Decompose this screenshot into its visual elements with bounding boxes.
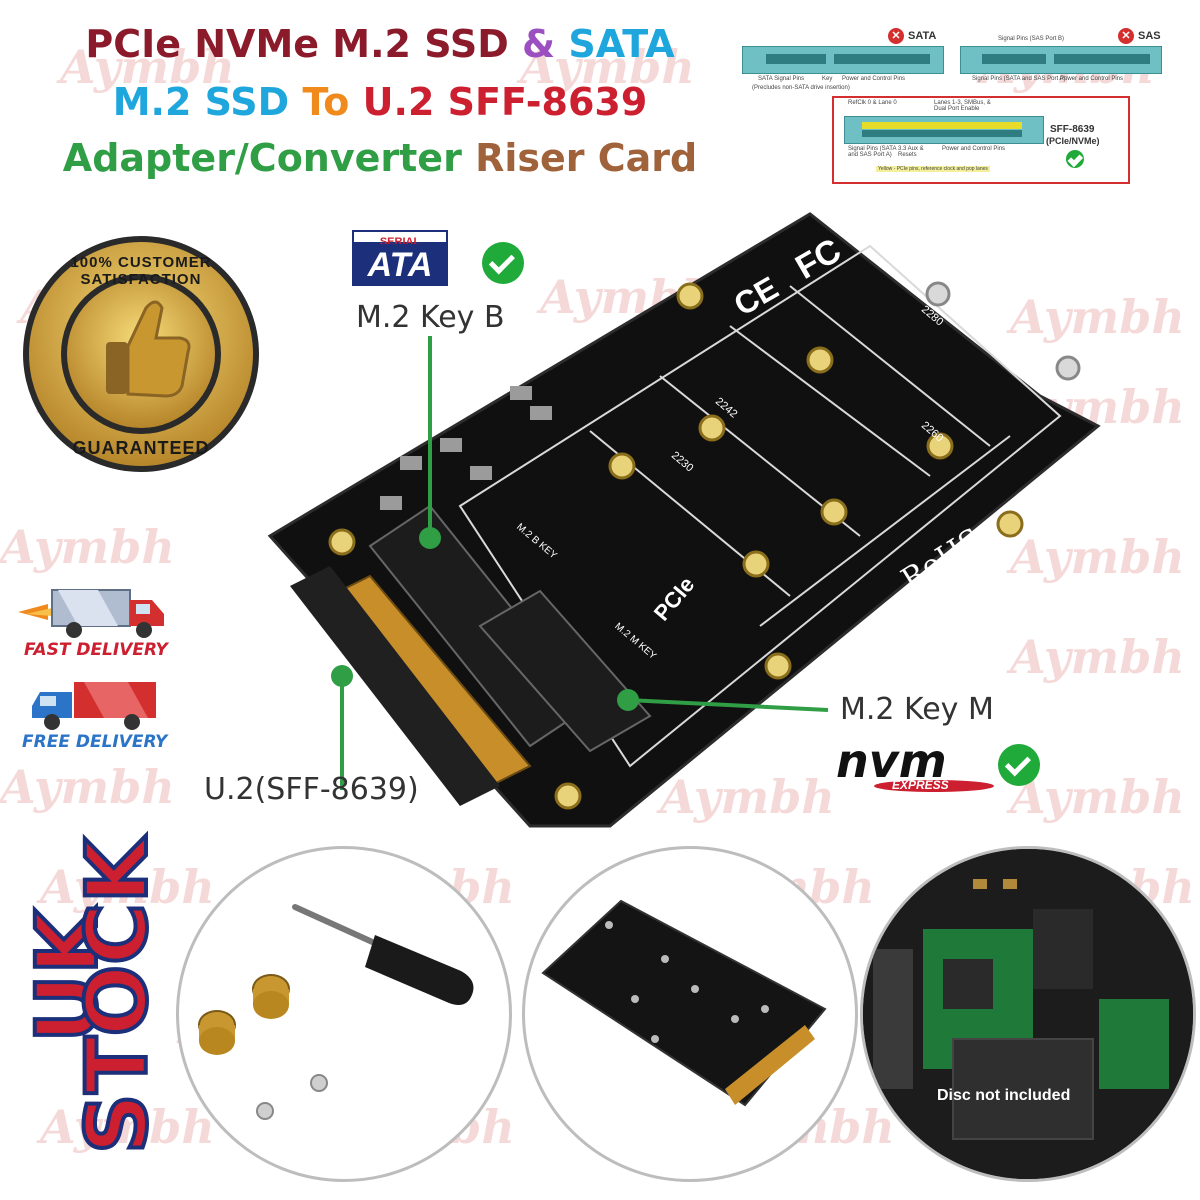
sff-sub-4: Power and Control Pins: [942, 146, 1006, 152]
board-back-photo: [522, 846, 858, 1182]
sata-sub-3: Power and Control Pins: [842, 76, 906, 82]
badge-seal-icon: [23, 236, 259, 472]
title-line-2-part-b: U.2 SFF-8639: [362, 80, 648, 124]
sata-logo-main: ATA: [352, 244, 448, 286]
badge-bottom-text: GUARANTEED: [72, 438, 210, 458]
sas-sub-3: Power and Control Pins: [1060, 76, 1124, 82]
fast-delivery-truck-icon: [18, 589, 164, 638]
adapter-board-drawing: [267, 212, 1101, 828]
sff-label-2: (PCIe/NVMe): [1046, 136, 1100, 146]
pcb-closeup-drawing: [863, 849, 1193, 1179]
sas-x-icon: ✕: [1118, 28, 1134, 44]
sas-sub-1: Signal Pins (SAS Port B): [998, 36, 1065, 42]
connector-diagram: ✕ SATA SATA Signal Pins Key Power and Co…: [738, 26, 1194, 186]
sas-power-pins: [1054, 54, 1150, 64]
title-line-3: Adapter/Converter Riser Card: [0, 136, 760, 180]
sff-base-pins: [862, 130, 1022, 137]
pcb-closeup-photo: Disc not included: [860, 846, 1196, 1182]
title-line-1-part-b: SATA: [568, 22, 675, 66]
sas-pins: [982, 54, 1046, 64]
title-line-1-part-a: PCIe NVMe M.2 SSD: [85, 22, 509, 66]
sata-sub-1: SATA Signal Pins: [758, 76, 805, 82]
free-delivery-badge: FREE DELIVERY: [18, 676, 178, 756]
title-line-2-to: To: [302, 80, 350, 124]
uk-stock-line-2-text: STOCK: [66, 836, 168, 1156]
sff-note: Yellow - PCIe pins, reference clock and …: [876, 166, 990, 172]
sata-note: (Precludes non-SATA drive insertion): [752, 85, 850, 91]
screwdriver-icon: [198, 904, 474, 1120]
u2-label: U.2(SFF-8639): [204, 772, 419, 807]
sata-power-pins: [834, 54, 930, 64]
fast-delivery-badge: FAST DELIVERY: [18, 584, 178, 664]
sata-logo-main-text: ATA: [367, 246, 433, 284]
sata-x-icon: ✕: [888, 28, 904, 44]
nvme-swoosh: [874, 780, 994, 792]
free-delivery-label: FREE DELIVERY: [22, 732, 167, 752]
accessories-photo: [176, 846, 512, 1182]
key-m-label: M.2 Key M: [840, 692, 994, 727]
free-delivery-text: FREE DELIVERY: [22, 732, 168, 752]
title-line-1-amp: &: [522, 22, 556, 66]
board-back-drawing: [541, 899, 827, 1107]
fast-delivery-text: FAST DELIVERY: [24, 640, 168, 660]
sata-label: SATA: [908, 30, 937, 42]
key-m-check-icon: [998, 744, 1040, 786]
satisfaction-badge: 100% CUSTOMER SATISFACTION GUARANTEED: [10, 234, 272, 474]
key-b-label: M.2 Key B: [356, 300, 505, 335]
title-line-3-part-b: Riser Card: [475, 136, 698, 180]
nvme-logo-sub: EXPRESS: [892, 778, 949, 792]
nvme-logo-main: nvm: [836, 734, 947, 788]
title-line-2-part-a: M.2 SSD: [112, 80, 290, 124]
fast-delivery-label: FAST DELIVERY: [24, 640, 168, 660]
nvme-logo: nvm EXPRESS: [834, 734, 994, 800]
sas-label: SAS: [1138, 30, 1161, 42]
sata-pins: [766, 54, 826, 64]
free-delivery-truck-icon: [32, 682, 156, 730]
sff-sub-3: Signal Pins (SATA and SAS Port A): [848, 146, 897, 158]
sff-sub-2: Lanes 1-3, SMBus, & Dual Port Enable: [934, 100, 991, 112]
sff-check-icon: [1066, 150, 1084, 168]
sff-sub-5: 3.3 Aux & Resets: [898, 146, 924, 158]
thumbs-up-icon: [106, 300, 191, 398]
sff-label: SFF-8639: [1050, 124, 1095, 135]
badge-top-text: 100% CUSTOMER SATISFACTION: [70, 254, 212, 288]
sas-sub-2: Signal Pins (SATA and SAS Port A): [972, 76, 1066, 82]
uk-stock-line-2: STOCK: [66, 801, 168, 1191]
title-line-2: M.2 SSD To U.2 SFF-8639: [0, 80, 760, 124]
sff-sub-1: RefClk 0 & Lane 0: [848, 100, 897, 106]
uk-stock-badge: UK STOCK: [2, 806, 168, 1196]
title-line-1: PCIe NVMe M.2 SSD & SATA: [0, 22, 760, 66]
adapter-board: FC CE RoHS 2280 2260 2242 2230 M.2 B KEY…: [230, 206, 1110, 836]
sff-pcie-pins: [862, 122, 1022, 129]
serial-ata-logo: SERIAL ATA: [352, 230, 448, 288]
sata-sub-2: Key: [822, 76, 833, 82]
title-line-3-part-a: Adapter/Converter: [62, 136, 462, 180]
disc-not-included-note: Disc not included: [937, 1087, 1071, 1104]
key-b-check-icon: [482, 242, 524, 284]
